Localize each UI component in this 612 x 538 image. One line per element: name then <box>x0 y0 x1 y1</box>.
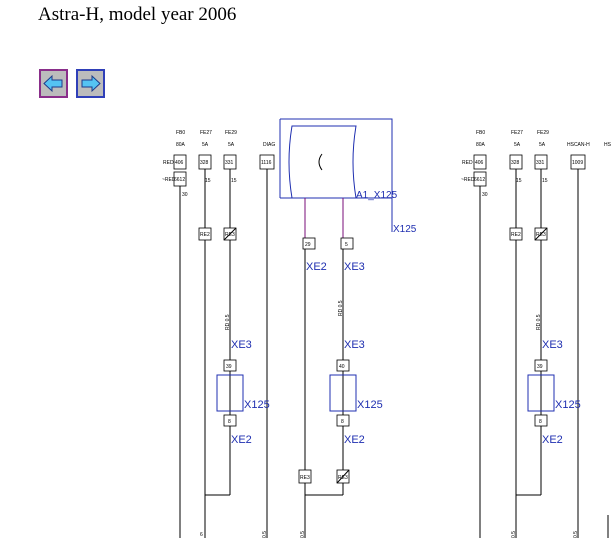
relay-box-re2 <box>198 227 212 241</box>
module-label-a1-x125: A1_X125 <box>356 190 398 201</box>
terminal-15: 15 <box>542 178 548 184</box>
fuse-fb0-label: FB0 <box>176 130 185 136</box>
connector-x125: X125 <box>357 399 383 411</box>
fuse-fe27-label: FE27 <box>200 130 212 136</box>
module-symbol <box>318 153 323 171</box>
terminal-15: 15 <box>231 178 237 184</box>
red2-label: ~RED <box>461 177 475 183</box>
red-label: RED <box>163 160 174 166</box>
pin-39: 39 <box>537 364 543 370</box>
code-331: 331 <box>225 160 234 166</box>
pin-box <box>223 359 237 372</box>
fuse-fe29-label: FE29 <box>537 130 549 136</box>
pin-29: 29 <box>305 242 311 248</box>
arrow-left-icon <box>43 74 63 93</box>
fuse-fe27-label: FE27 <box>511 130 523 136</box>
pin-39: 39 <box>226 364 232 370</box>
pin-box <box>336 359 350 372</box>
connector-xe2: XE2 <box>344 434 365 446</box>
pin-box <box>223 414 237 427</box>
left-circuit-group: FB0 80A FE27 5A FE29 5A DIAG RED 406 ~RE… <box>162 130 275 538</box>
fuse-fb0-label: FB0 <box>476 130 485 136</box>
connector-xe3: XE3 <box>231 339 252 351</box>
wire-color-label: RD 0.5 <box>536 314 542 330</box>
pin-8: 8 <box>228 419 231 425</box>
connector-xe2: XE2 <box>231 434 252 446</box>
connector-xe2: XE2 <box>542 434 563 446</box>
pin-box <box>340 237 354 250</box>
terminal-30: 30 <box>482 192 488 198</box>
wire-color-label: RD 0.5 <box>338 300 344 316</box>
bottom-label: 0.5 <box>262 531 268 538</box>
forward-button[interactable] <box>76 69 105 98</box>
terminal-30: 30 <box>182 192 188 198</box>
connector-x125: X125 <box>555 399 581 411</box>
re3-label: RE3 <box>300 475 310 481</box>
terminal-15: 15 <box>205 178 211 184</box>
bottom-label: 0.5 <box>511 531 517 538</box>
hscan-stub-label: HS <box>604 142 612 148</box>
code-6612: 6612 <box>174 177 185 183</box>
code-328: 328 <box>200 160 209 166</box>
connector-x125-housing <box>216 374 244 412</box>
arrow-right-icon <box>81 74 101 93</box>
fuse-fe27-rating: 5A <box>202 142 209 148</box>
re2-label: RE2 <box>511 232 521 238</box>
hscan-label: HSCAN-H <box>567 142 590 148</box>
wire-code-box <box>473 154 487 170</box>
pin-5: 5 <box>345 242 348 248</box>
re3-label: RE3 <box>338 475 348 481</box>
code-406: 406 <box>475 160 484 166</box>
wire-color-label: RD 0.5 <box>225 314 231 330</box>
back-button[interactable] <box>39 69 68 98</box>
module-label-x125: X125 <box>393 224 417 235</box>
middle-circuit-group: A1_X125 X125 29 5 XE2 XE3 RD 0.5 XE3 40 … <box>279 118 417 538</box>
module-a1 <box>288 125 357 199</box>
relay-box-re2 <box>509 227 523 241</box>
fuse-fe29-rating: 5A <box>539 142 546 148</box>
bottom-label: 0.5 <box>573 531 579 538</box>
bottom-label-6: 6 <box>200 532 203 538</box>
fuse-fb0-rating: 80A <box>176 142 186 148</box>
page-title: Astra-H, model year 2006 <box>38 4 237 25</box>
fuse-fb0-rating: 80A <box>476 142 486 148</box>
module-outline <box>280 118 393 232</box>
connector-xe2: XE2 <box>306 261 327 273</box>
code-331: 331 <box>536 160 545 166</box>
pin-box <box>336 414 350 427</box>
pin-40: 40 <box>339 364 345 370</box>
fuse-fe27-rating: 5A <box>514 142 521 148</box>
fuse-fe29-label: FE29 <box>225 130 237 136</box>
fuse-fe29-rating: 5A <box>228 142 235 148</box>
relay-box-re3 <box>298 469 312 484</box>
code-6612: 6612 <box>474 177 485 183</box>
code-1009: 1009 <box>572 160 583 166</box>
connector-x125: X125 <box>244 399 270 411</box>
re3-label: RE3 <box>536 232 546 238</box>
code-406: 406 <box>175 160 184 166</box>
pin-8: 8 <box>341 419 344 425</box>
red-label: RED <box>462 160 473 166</box>
terminal-15: 15 <box>516 178 522 184</box>
wire-code-box <box>173 154 187 170</box>
pin-box <box>534 359 548 372</box>
connector-x125-housing <box>527 374 555 412</box>
code-328: 328 <box>511 160 520 166</box>
code-1116: 1116 <box>261 160 272 166</box>
connector-xe3: XE3 <box>344 339 365 351</box>
red2-label: ~RED <box>162 177 176 183</box>
pin-box <box>302 237 316 250</box>
pin-8: 8 <box>539 419 542 425</box>
connector-xe3: XE3 <box>344 261 365 273</box>
connector-xe3: XE3 <box>542 339 563 351</box>
connector-x125-housing <box>329 374 357 412</box>
pin-box <box>534 414 548 427</box>
re3-label: RE3 <box>225 232 235 238</box>
bottom-label: 0.5 <box>300 531 306 538</box>
right-circuit-group: FB0 80A FE27 5A FE29 5A HSCAN-H HS RED 4… <box>461 130 612 538</box>
re2-label: RE2 <box>200 232 210 238</box>
diag-label: DIAG <box>263 142 275 148</box>
